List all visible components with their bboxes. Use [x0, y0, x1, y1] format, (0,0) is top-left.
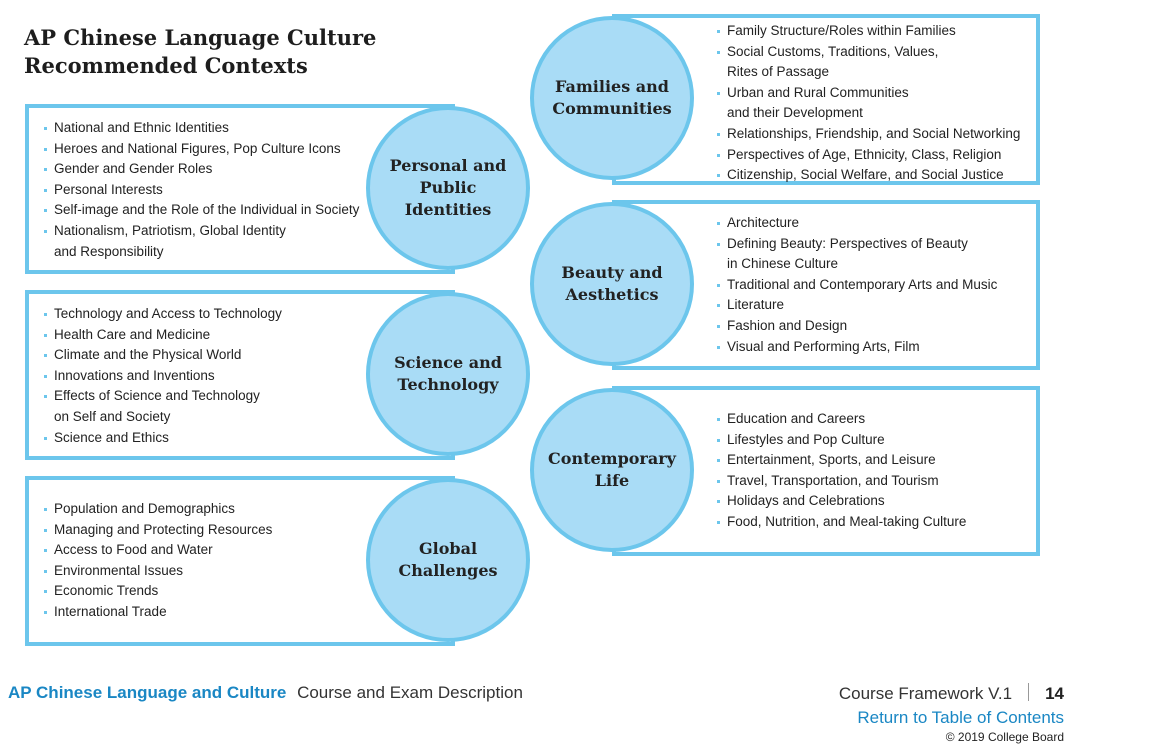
circle-label-line: Personal and — [389, 156, 507, 175]
list-item: Travel, Transportation, and Tourism — [717, 471, 966, 492]
list-item: Personal Interests — [44, 180, 359, 201]
page-title: AP Chinese Language Culture Recommended … — [24, 24, 376, 80]
circle-label-line: Contemporary — [548, 449, 676, 468]
list-item-continuation: and Responsibility — [54, 243, 164, 259]
circle-label-line: Beauty and — [561, 263, 663, 282]
families-communities-list: Family Structure/Roles within Families S… — [717, 21, 1020, 186]
list-item: Entertainment, Sports, and Leisure — [717, 450, 966, 471]
list-item-continuation: on Self and Society — [54, 408, 171, 424]
list-item: Fashion and Design — [717, 316, 997, 337]
science-technology-list: Technology and Access to Technology Heal… — [44, 304, 282, 448]
contemporary-life-box — [612, 386, 1040, 556]
copyright: © 2019 College Board — [945, 730, 1064, 744]
list-item: Lifestyles and Pop Culture — [717, 430, 966, 451]
footer-section: Course Framework V.1 — [838, 684, 1013, 703]
list-item: Education and Careers — [717, 409, 966, 430]
list-item: Population and Demographics — [44, 499, 272, 520]
list-item: Environmental Issues — [44, 561, 272, 582]
list-item: Gender and Gender Roles — [44, 159, 359, 180]
title-line-1: AP Chinese Language Culture — [24, 25, 377, 50]
global-challenges-list: Population and Demographics Managing and… — [44, 499, 272, 623]
list-item: Nationalism, Patriotism, Global Identity — [44, 221, 359, 242]
circle-label-line: Communities — [552, 99, 672, 118]
list-item: Holidays and Celebrations — [717, 491, 966, 512]
list-item: International Trade — [44, 602, 272, 623]
circle-label-line: Life — [594, 471, 630, 490]
list-item: Self-image and the Role of the Individua… — [44, 200, 359, 221]
list-item: Social Customs, Traditions, Values, — [717, 42, 1020, 63]
list-item: Defining Beauty: Perspectives of Beauty — [717, 234, 997, 255]
list-item: Economic Trends — [44, 581, 272, 602]
list-item: Urban and Rural Communities — [717, 83, 1020, 104]
circle-label-line: Challenges — [398, 561, 498, 580]
list-item: Heroes and National Figures, Pop Culture… — [44, 139, 359, 160]
list-item: Climate and the Physical World — [44, 345, 282, 366]
list-item: Relationships, Friendship, and Social Ne… — [717, 124, 1020, 145]
list-item: Perspectives of Age, Ethnicity, Class, R… — [717, 145, 1020, 166]
list-item: Access to Food and Water — [44, 540, 272, 561]
footer-course-title: AP Chinese Language and Culture Course a… — [8, 683, 523, 703]
list-item: Health Care and Medicine — [44, 325, 282, 346]
beauty-aesthetics-list: Architecture Defining Beauty: Perspectiv… — [717, 213, 997, 357]
circle-label-line: Global — [418, 539, 478, 558]
list-item: Effects of Science and Technology — [44, 386, 282, 407]
list-item: Architecture — [717, 213, 997, 234]
footer-description: Course and Exam Description — [297, 683, 523, 702]
list-item: Visual and Performing Arts, Film — [717, 337, 997, 358]
title-line-2: Recommended Contexts — [24, 53, 308, 78]
list-item-continuation: and their Development — [727, 105, 863, 121]
list-item: Traditional and Contemporary Arts and Mu… — [717, 275, 997, 296]
circle-label-line: Families and — [555, 77, 669, 96]
contemporary-life-list: Education and Careers Lifestyles and Pop… — [717, 409, 966, 533]
list-item: Technology and Access to Technology — [44, 304, 282, 325]
circle-label-line: Technology — [397, 375, 499, 394]
page-number: 14 — [1045, 684, 1064, 703]
list-item: Science and Ethics — [44, 428, 282, 449]
list-item: Food, Nutrition, and Meal-taking Culture — [717, 512, 966, 533]
footer-section-info: Course Framework V.1 14 — [839, 683, 1064, 704]
list-item: Managing and Protecting Resources — [44, 520, 272, 541]
circle-label-line: Science and — [394, 353, 502, 372]
personal-identities-list: National and Ethnic Identities Heroes an… — [44, 118, 359, 262]
list-item: Citizenship, Social Welfare, and Social … — [717, 165, 1020, 186]
circle-label-line: Aesthetics — [565, 285, 659, 304]
list-item-continuation: in Chinese Culture — [727, 256, 839, 272]
footer-divider — [1028, 683, 1030, 701]
list-item: Literature — [717, 295, 997, 316]
list-item: Innovations and Inventions — [44, 366, 282, 387]
list-item-continuation: Rites of Passage — [727, 64, 830, 80]
list-item: Family Structure/Roles within Families — [717, 21, 1020, 42]
list-item: National and Ethnic Identities — [44, 118, 359, 139]
return-to-toc-link[interactable]: Return to Table of Contents — [857, 708, 1064, 727]
footer-brand: AP Chinese Language and Culture — [8, 683, 287, 702]
circle-label-line: Public Identities — [404, 178, 492, 219]
